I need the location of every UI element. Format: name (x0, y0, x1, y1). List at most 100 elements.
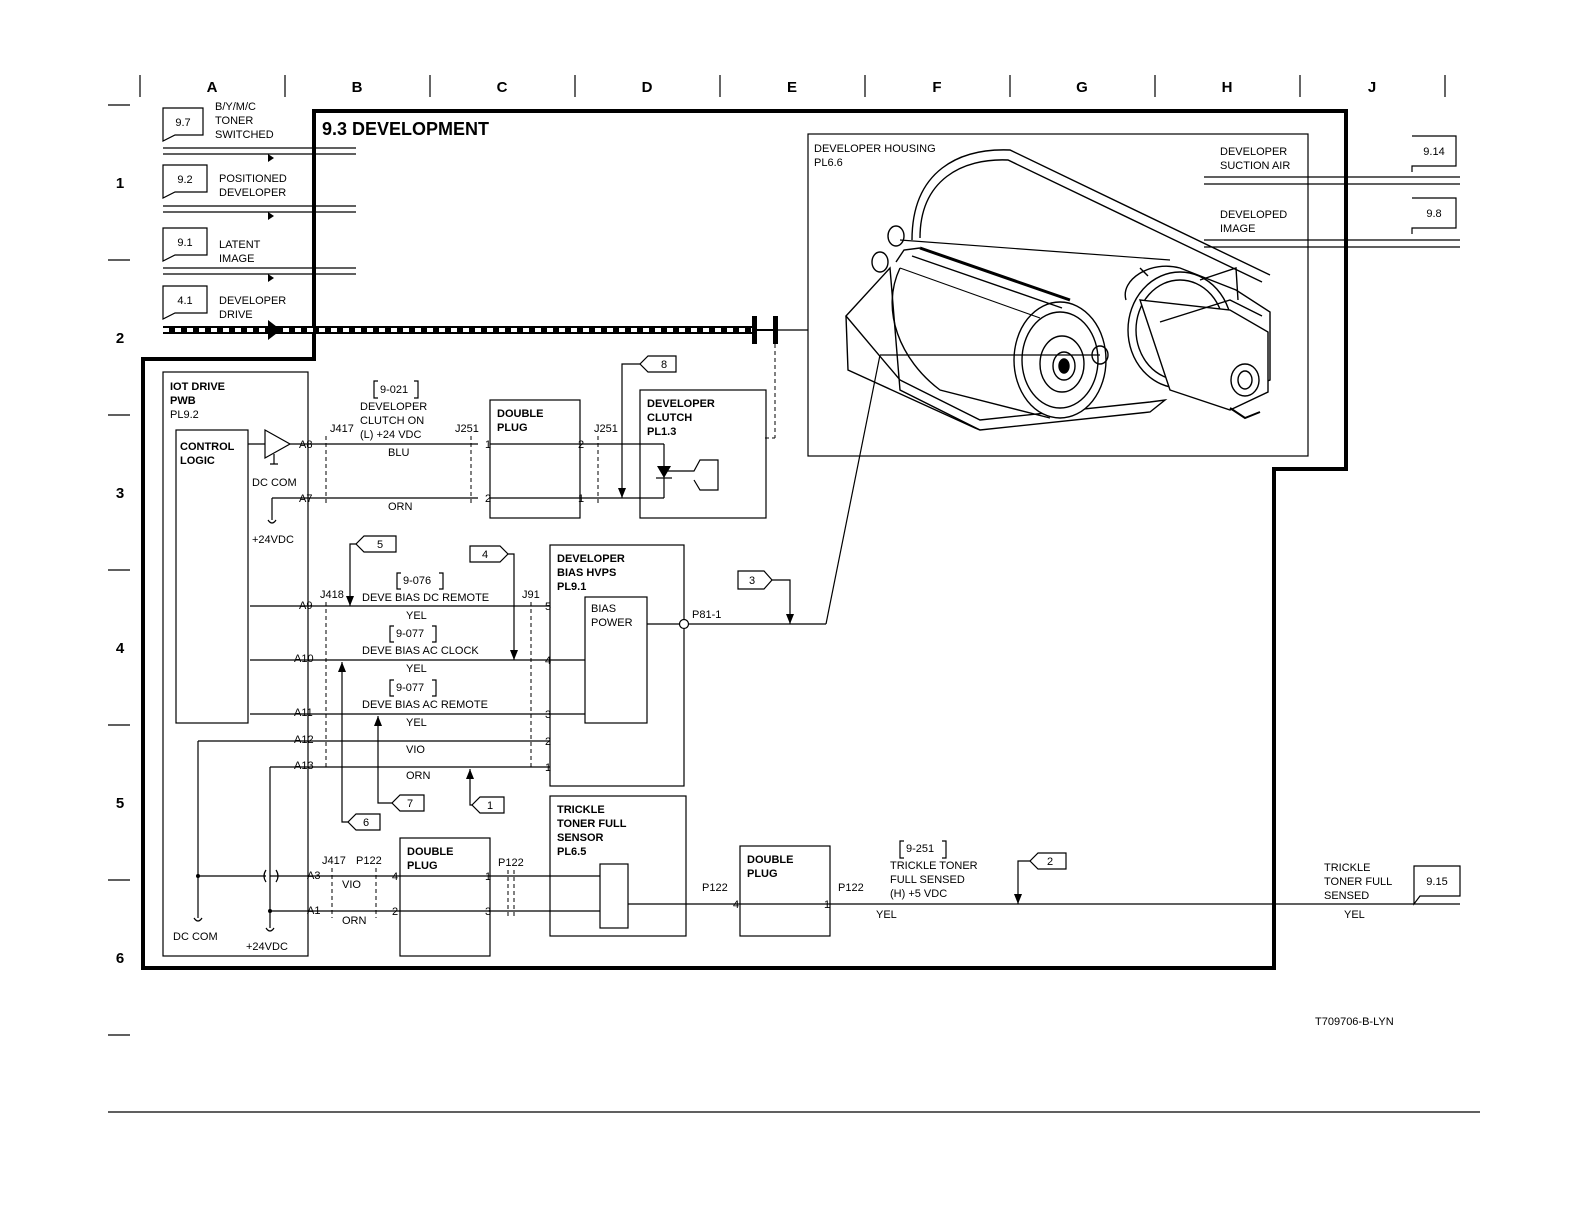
svg-text:2: 2 (485, 493, 491, 505)
iot-drive-pwb: IOT DRIVE PWB PL9.2 CONTROL LOGIC DC COM… (162, 371, 309, 957)
svg-text:1: 1 (545, 762, 551, 774)
svg-text:DEVELOPER: DEVELOPER (219, 187, 286, 199)
svg-text:1: 1 (485, 871, 491, 883)
svg-text:P122: P122 (356, 855, 382, 867)
svg-text:1: 1 (824, 899, 830, 911)
svg-text:IOT DRIVE: IOT DRIVE (170, 381, 225, 393)
col-label-c: C (497, 79, 508, 96)
svg-text:YEL: YEL (876, 909, 897, 921)
svg-text:4: 4 (545, 655, 551, 667)
input-9-1: 9.1 LATENT IMAGE (162, 227, 356, 282)
svg-text:CLUTCH ON: CLUTCH ON (360, 415, 424, 427)
svg-text:PLUG: PLUG (747, 868, 778, 880)
svg-text:LOGIC: LOGIC (180, 455, 215, 467)
developer-drive-shaft (163, 316, 808, 439)
svg-text:BIAS: BIAS (591, 603, 616, 615)
svg-text:YEL: YEL (1344, 909, 1365, 921)
double-plug-sensor (399, 837, 491, 957)
row-label-1: 1 (116, 175, 124, 192)
svg-text:5: 5 (377, 539, 383, 551)
svg-text:DEVELOPER: DEVELOPER (360, 401, 427, 413)
pwb-pins: A8 A7 A9 A10 A11 A12 A13 A3 A1 (294, 439, 320, 917)
double-plug-clutch (489, 399, 581, 519)
input-9-2: 9.2 POSITIONED DEVELOPER (162, 164, 356, 220)
svg-text:1: 1 (485, 439, 491, 451)
svg-text:6: 6 (363, 817, 369, 829)
svg-text:TONER FULL: TONER FULL (557, 818, 627, 830)
svg-text:VIO: VIO (342, 879, 361, 891)
svg-text:PL1.3: PL1.3 (647, 426, 676, 438)
svg-text:BIAS HVPS: BIAS HVPS (557, 567, 616, 579)
section-title: 9.3 DEVELOPMENT (322, 119, 489, 139)
svg-text:3: 3 (545, 709, 551, 721)
svg-text:DEVE BIAS DC REMOTE: DEVE BIAS DC REMOTE (362, 592, 489, 604)
svg-text:9.14: 9.14 (1423, 146, 1444, 158)
svg-text:LATENT: LATENT (219, 239, 261, 251)
trickle-circuit: J417 P122 VIO ORN 4 2 DOUBLE PLUG 1 3 P1… (193, 795, 1461, 957)
svg-text:5: 5 (545, 601, 551, 613)
svg-text:DEVELOPER HOUSING: DEVELOPER HOUSING (814, 143, 936, 155)
row-label-4: 4 (116, 640, 125, 657)
svg-text:B/Y/M/C: B/Y/M/C (215, 101, 256, 113)
col-label-d: D (642, 79, 653, 96)
svg-text:+24VDC: +24VDC (252, 534, 294, 546)
svg-text:J417: J417 (322, 855, 346, 867)
svg-text:DOUBLE: DOUBLE (407, 846, 453, 858)
svg-text:CLUTCH: CLUTCH (647, 412, 692, 424)
svg-text:2: 2 (545, 736, 551, 748)
svg-text:1: 1 (578, 493, 584, 505)
bias-power-block (584, 596, 648, 724)
svg-text:A8: A8 (299, 439, 312, 451)
col-label-g: G (1076, 79, 1088, 96)
svg-text:ORN: ORN (388, 501, 413, 513)
svg-text:DEVE BIAS AC CLOCK: DEVE BIAS AC CLOCK (362, 645, 479, 657)
svg-text:DOUBLE: DOUBLE (497, 408, 543, 420)
svg-text:PL6.6: PL6.6 (814, 157, 843, 169)
svg-text:PLUG: PLUG (407, 860, 438, 872)
svg-text:9-076: 9-076 (403, 575, 431, 587)
svg-text:4: 4 (733, 899, 739, 911)
svg-text:POWER: POWER (591, 617, 633, 629)
svg-text:9.15: 9.15 (1426, 876, 1447, 888)
svg-text:P81-1: P81-1 (692, 609, 721, 621)
col-label-f: F (932, 79, 941, 96)
col-label-a: A (207, 79, 218, 96)
svg-text:PWB: PWB (170, 395, 196, 407)
col-label-b: B (352, 79, 363, 96)
drawing-id: T709706-B-LYN (1315, 1016, 1394, 1028)
svg-text:9.1: 9.1 (177, 237, 192, 249)
svg-text:PL9.2: PL9.2 (170, 409, 199, 421)
svg-text:SENSOR: SENSOR (557, 832, 604, 844)
svg-text:ORN: ORN (406, 770, 431, 782)
svg-text:DEVELOPER: DEVELOPER (1220, 146, 1287, 158)
svg-text:IMAGE: IMAGE (219, 253, 254, 265)
svg-text:J91: J91 (522, 589, 540, 601)
svg-text:TRICKLE: TRICKLE (1324, 862, 1370, 874)
svg-text:A12: A12 (294, 734, 314, 746)
svg-text:DC COM: DC COM (252, 477, 297, 489)
svg-text:3: 3 (749, 575, 755, 587)
svg-text:(H) +5 VDC: (H) +5 VDC (890, 888, 947, 900)
svg-text:9.8: 9.8 (1426, 208, 1441, 220)
section-border (141, 109, 1348, 970)
row-label-5: 5 (116, 795, 124, 812)
svg-text:P122: P122 (838, 882, 864, 894)
svg-text:2: 2 (1047, 856, 1053, 868)
output-9-8: DEVELOPED IMAGE 9.8 (1204, 197, 1460, 248)
svg-text:9-021: 9-021 (380, 384, 408, 396)
bias-circuit: J418 J91 9-076 DEVE BIAS DC REMOTE YEL 5… (197, 354, 1100, 928)
svg-text:PL6.5: PL6.5 (557, 846, 586, 858)
svg-text:J417: J417 (330, 423, 354, 435)
svg-text:DOUBLE: DOUBLE (747, 854, 793, 866)
svg-text:TONER: TONER (215, 115, 253, 127)
svg-text:YEL: YEL (406, 717, 427, 729)
svg-text:4.1: 4.1 (177, 295, 192, 307)
col-label-h: H (1222, 79, 1233, 96)
svg-text:9-251: 9-251 (906, 843, 934, 855)
svg-text:9-077: 9-077 (396, 682, 424, 694)
svg-text:3: 3 (485, 906, 491, 918)
developer-housing-illustration (845, 149, 1271, 431)
input-9-7: 9.7 B/Y/M/C TONER SWITCHED (162, 101, 356, 162)
trickle-toner-full-sensor (549, 795, 687, 937)
